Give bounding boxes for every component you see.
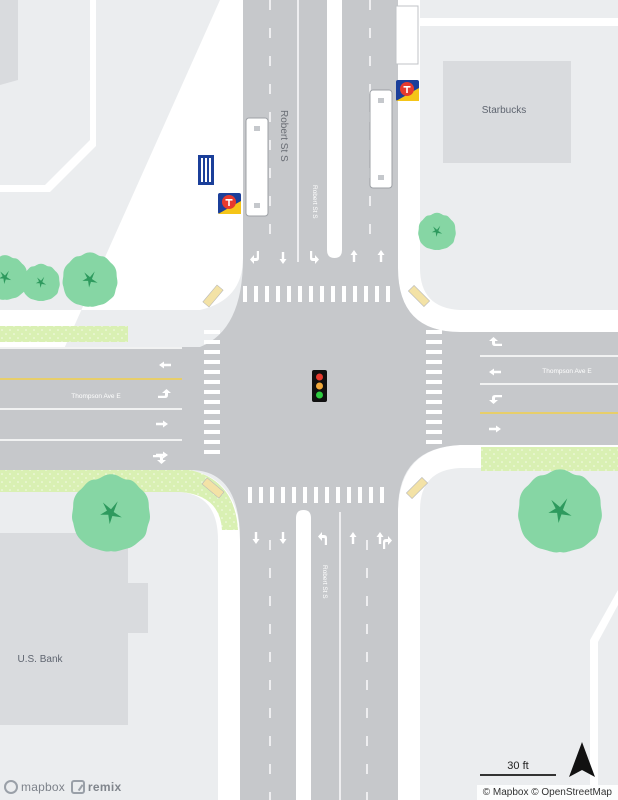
footpath-northeast [420,18,618,26]
median-south [296,510,311,800]
traffic-signal-icon[interactable] [312,370,327,402]
road-label-thompson-west: Thompson Ave E [71,393,121,400]
road-label-robert-st-south: Robert St S [321,565,328,599]
road-label-thompson-east: Thompson Ave E [542,368,592,375]
median-north [327,0,342,258]
bus-southbound[interactable] [245,117,269,217]
bus-northbound[interactable] [369,89,393,189]
transit-stop-icon[interactable] [218,193,241,214]
lane-lines-east [480,355,618,414]
green-strip-west-north [0,326,128,342]
crosswalk-south [248,487,384,503]
crosswalk-north [243,286,390,302]
crosswalk-east [426,330,442,444]
road-label-robert-st-main: Robert St S [278,110,289,162]
building-us-bank[interactable] [0,533,148,725]
bike-rack-icon[interactable] [198,155,214,185]
map-attribution[interactable]: © Mapbox © OpenStreetMap [476,785,618,800]
green-strip-east-south [481,447,618,471]
place-label-starbucks[interactable]: Starbucks [482,105,526,116]
place-label-us-bank[interactable]: U.S. Bank [17,654,63,665]
bus-shelter-northeast [395,5,419,65]
crosswalk-west [204,330,220,454]
building-northwest [0,0,18,85]
north-arrow-icon[interactable] [566,740,598,780]
lane-lines-north [269,0,371,262]
building-starbucks[interactable] [443,61,571,163]
transit-stop-icon[interactable] [396,80,419,101]
road-label-robert-st-north: Robert St S [311,185,318,219]
curb-ramps [201,284,431,500]
sidewalk [0,0,243,800]
lane-lines-west [0,347,182,441]
lane-lines-south [269,512,368,800]
green-strip-west-south [0,470,238,530]
footpath-southeast [590,590,618,800]
